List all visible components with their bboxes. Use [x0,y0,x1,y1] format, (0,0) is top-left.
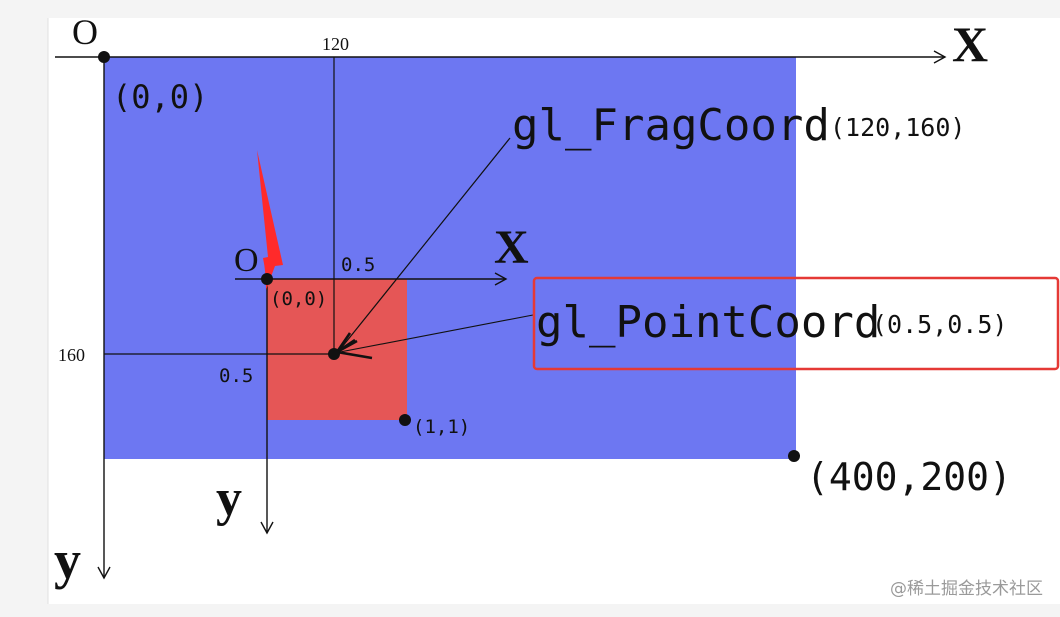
top-strip [0,0,1060,18]
frag-coord-value: (120,160) [830,113,965,142]
frag-pointer-line [337,137,511,353]
bottom-strip [0,604,1060,617]
inner-corner-coord: (1,1) [413,416,470,438]
inner-corner-dot [399,414,411,426]
outer-x-axis-label: X [952,16,988,72]
outer-origin-coord: (0,0) [112,78,208,116]
left-strip [0,18,48,617]
outer-corner-dot [788,450,800,462]
center-point-dot [328,348,340,360]
watermark-text: @稀土掘金技术社区 [890,579,1043,599]
inner-origin-letter: O [234,242,259,279]
outer-x-tick-label: 120 [322,34,349,54]
outer-corner-coord: (400,200) [806,455,1012,499]
inner-x-axis-label: X [494,221,529,274]
point-coord-name: gl_PointCoord [536,297,880,348]
outer-y-tick-label: 160 [58,345,85,365]
inner-y-tick-label: 0.5 [219,365,253,387]
red-annotation-arrow [257,150,283,290]
canvas-area [104,57,796,459]
frag-coord-name: gl_FragCoord [512,100,830,151]
point-pointer-line [339,314,534,353]
outer-y-axis-label: y [54,530,81,590]
outer-origin-dot [98,51,110,63]
highlight-box [532,276,1060,371]
outer-origin-letter: O [72,12,98,52]
inner-origin-dot [261,273,273,285]
point-coord-value: (0.5,0.5) [872,310,1007,339]
inner-y-axis-label: y [216,470,242,527]
inner-x-tick-label: 0.5 [341,254,375,276]
inner-origin-coord: (0,0) [270,288,327,310]
